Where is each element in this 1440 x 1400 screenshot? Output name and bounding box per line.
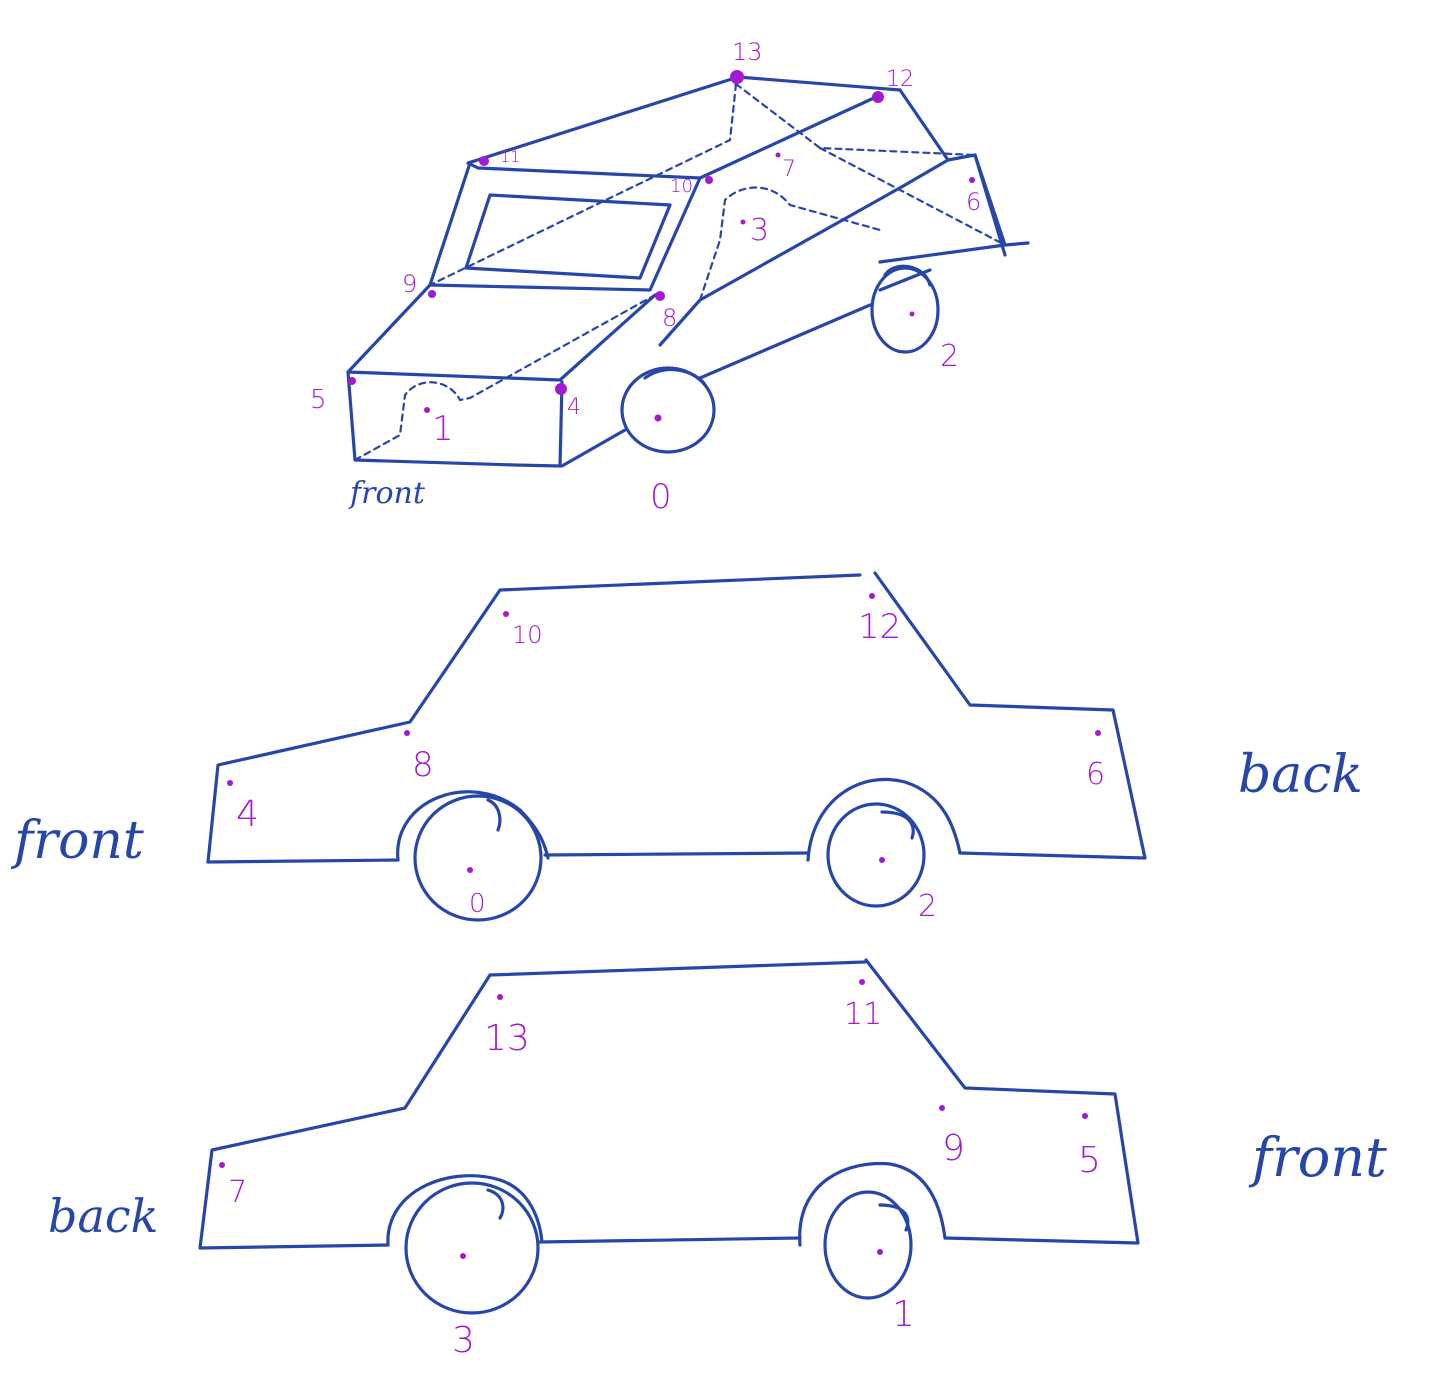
keypoint-2-iso — [909, 311, 915, 317]
rear-wheel-arch — [883, 264, 932, 287]
front-wheel-detail-left — [878, 1203, 910, 1232]
right-view-back-label: back — [1238, 745, 1363, 805]
keypoint-1-left — [877, 1249, 883, 1255]
keypoint-10-right — [503, 611, 509, 617]
rear-wheel-left — [404, 1181, 540, 1315]
rear-wheel-arch-left — [386, 1174, 544, 1247]
label-6-right: 6 — [1086, 757, 1105, 792]
keypoint-6-iso — [969, 177, 975, 183]
body-outline-left — [198, 958, 1140, 1250]
rear-wheel-detail — [880, 810, 915, 840]
isometric-car-view: 0 1 2 3 4 5 6 7 8 9 10 11 12 13 front — [310, 38, 1030, 517]
label-1-left: 1 — [892, 1294, 915, 1335]
hidden-edges — [353, 82, 1007, 462]
keypoint-8-right — [404, 730, 410, 736]
keypoint-12-right — [869, 593, 875, 599]
keypoint-12-iso — [872, 91, 884, 103]
side-view-right: 0 2 4 6 8 10 12 front back — [10, 571, 1363, 924]
iso-front-label: front — [348, 476, 426, 511]
label-3-iso: 3 — [750, 213, 769, 248]
label-9-left: 9 — [942, 1128, 965, 1169]
front-wheel-arch-left — [798, 1161, 947, 1247]
label-11-left: 11 — [844, 997, 882, 1032]
label-7-iso: 7 — [782, 157, 796, 182]
label-11-iso: 11 — [500, 147, 520, 166]
label-13-left: 13 — [484, 1018, 530, 1059]
keypoint-3-iso — [740, 219, 746, 225]
label-2-iso: 2 — [940, 339, 959, 374]
label-8-right: 8 — [412, 745, 434, 785]
front-wheel-right — [413, 794, 543, 922]
keypoint-11-left — [859, 979, 865, 985]
label-1-iso: 1 — [432, 409, 454, 449]
keypoint-13-iso — [730, 70, 744, 84]
keypoint-0-right — [467, 867, 473, 873]
keypoint-5-left — [1082, 1113, 1088, 1119]
label-4-iso: 4 — [567, 395, 581, 420]
label-6-iso: 6 — [966, 188, 981, 216]
keypoint-9-iso — [428, 290, 436, 298]
left-view-front-label: front — [1248, 1126, 1387, 1189]
label-13-iso: 13 — [732, 38, 763, 66]
label-3-left: 3 — [452, 1320, 475, 1361]
left-keypoints — [219, 979, 1088, 1259]
right-view-front-label: front — [10, 811, 144, 871]
keypoint-8-iso — [655, 291, 665, 301]
label-10-right: 10 — [512, 621, 543, 649]
iso-keypoints — [348, 70, 975, 422]
label-0-iso: 0 — [650, 477, 672, 517]
keypoint-9-left — [939, 1105, 945, 1111]
keypoint-1-iso — [424, 407, 430, 413]
label-12-right: 12 — [858, 607, 901, 647]
iso-keypoint-labels: 0 1 2 3 4 5 6 7 8 9 10 11 12 13 — [310, 38, 981, 517]
keypoint-10-iso — [705, 176, 713, 184]
rear-side-outline — [658, 88, 1030, 380]
rear-wheel-iso — [870, 266, 940, 354]
keypoint-4-right — [227, 780, 233, 786]
body-outline-right — [206, 571, 1147, 864]
keypoint-0-iso — [654, 414, 662, 422]
keypoint-7-left — [219, 1162, 225, 1168]
front-wheel-arch-right — [396, 790, 550, 862]
tail-outline — [973, 153, 1007, 257]
rear-wheel-right — [826, 802, 926, 908]
keypoint-4-iso — [555, 383, 567, 395]
keypoint-11-iso — [479, 156, 489, 166]
front-wheel-arch — [643, 367, 707, 387]
label-2-right: 2 — [918, 889, 937, 924]
keypoint-3-left — [460, 1253, 466, 1259]
keypoint-13-left — [497, 994, 503, 1000]
left-keypoint-labels: 1 3 5 7 9 11 13 — [228, 997, 1101, 1361]
front-wheel-detail — [486, 798, 502, 832]
right-keypoints — [227, 593, 1101, 873]
front-wheel-left — [823, 1190, 913, 1300]
label-5-iso: 5 — [310, 385, 327, 415]
label-4-right: 4 — [236, 794, 259, 835]
keypoint-7-iso — [775, 152, 781, 158]
label-9-iso: 9 — [402, 270, 417, 298]
label-0-right: 0 — [469, 889, 486, 919]
keypoint-6-right — [1095, 730, 1101, 736]
roof-outline — [428, 75, 902, 292]
label-12-iso: 12 — [886, 67, 914, 92]
label-8-iso: 8 — [662, 304, 677, 332]
rear-wheel-arch-right — [806, 777, 962, 862]
label-5-left: 5 — [1078, 1140, 1101, 1181]
left-view-back-label: back — [48, 1189, 159, 1243]
side-view-left: 1 3 5 7 9 11 13 back front — [48, 958, 1387, 1361]
windshield — [464, 193, 672, 280]
keypoint-2-right — [879, 857, 885, 863]
keypoint-5-iso — [348, 377, 356, 385]
hood-outline — [346, 283, 657, 468]
rear-wheel-detail-left — [486, 1188, 505, 1220]
right-keypoint-labels: 0 2 4 6 8 10 12 — [236, 607, 1105, 924]
label-10-iso: 10 — [670, 176, 693, 197]
label-7-left: 7 — [228, 1175, 247, 1210]
